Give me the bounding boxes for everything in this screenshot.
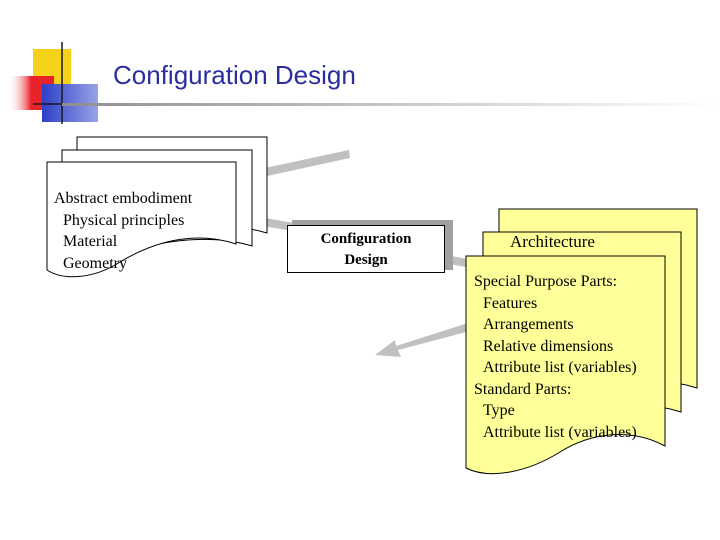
input-doc-item: Geometry xyxy=(63,254,127,272)
standard-parts-item: Attribute list (variables) xyxy=(483,423,637,441)
special-parts-item: Attribute list (variables) xyxy=(483,359,637,376)
architecture-label: Architecture xyxy=(510,232,595,251)
input-document-text: Abstract embodiment Physical principles … xyxy=(54,188,192,274)
special-parts-item: Features xyxy=(483,294,538,312)
output-document-text: Special Purpose Parts: Features Arrangem… xyxy=(474,271,637,443)
standard-parts-item: Type xyxy=(483,402,515,419)
special-parts-item: Relative dimensions xyxy=(483,337,614,355)
special-parts-item: Arrangements xyxy=(483,316,574,333)
logo-squares-icon xyxy=(8,42,100,124)
title-underline xyxy=(62,103,720,106)
input-doc-heading: Abstract embodiment xyxy=(54,190,193,207)
process-box: Configuration Design xyxy=(287,225,445,273)
special-parts-heading: Special Purpose Parts: xyxy=(474,273,618,290)
output-document-stack xyxy=(465,208,698,475)
process-box-line1: Configuration xyxy=(320,231,412,247)
page-title: Configuration Design xyxy=(113,60,356,90)
input-doc-item: Material xyxy=(63,233,118,250)
input-document-stack xyxy=(46,136,268,278)
standard-parts-heading: Standard Parts: xyxy=(474,380,572,398)
input-arrow-icon xyxy=(263,150,350,232)
input-doc-item: Physical principles xyxy=(63,211,185,229)
process-box-line2: Design xyxy=(344,252,388,268)
